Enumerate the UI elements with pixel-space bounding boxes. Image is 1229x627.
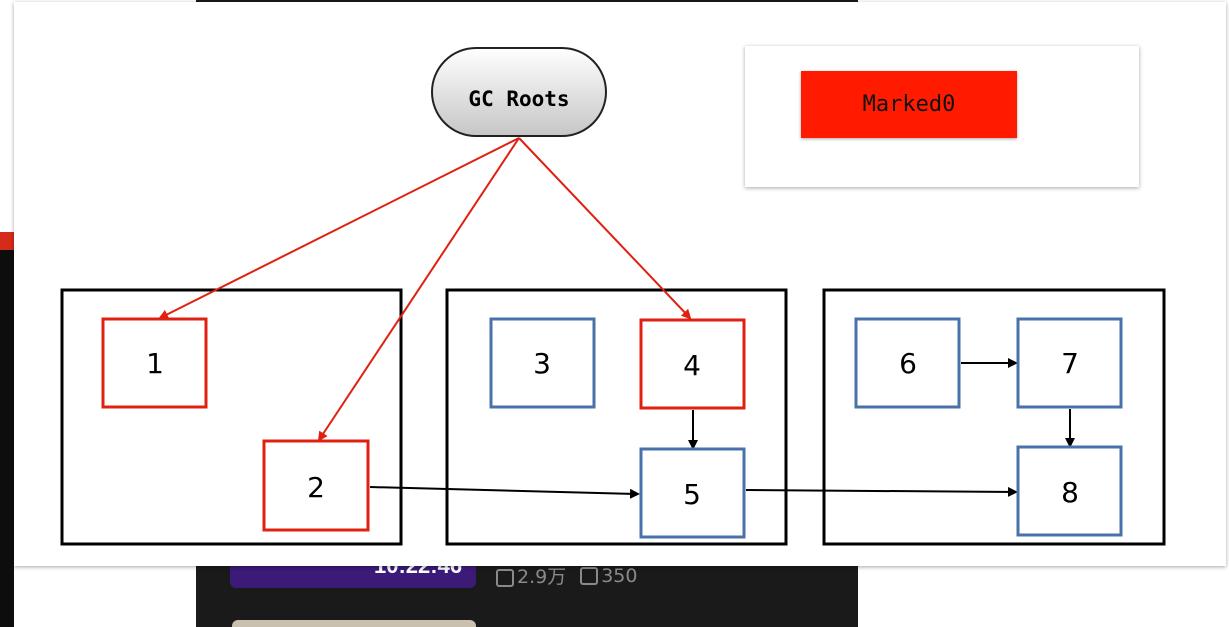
edge-roots-to-1 [158,137,520,319]
edge-roots-to-4 [518,137,692,320]
edge-2-to-5 [369,486,640,499]
node-4-label: 4 [683,349,701,382]
region-box-2 [445,288,788,546]
node-7-label: 7 [1061,347,1079,380]
legend-marked-label: Marked0 [862,92,956,117]
node-3 [489,317,596,409]
gc-roots-label: GC Roots [468,87,569,111]
play-count-icon [496,568,514,587]
comment-icon [580,567,599,585]
gc-diagram: GC Roots 1 2 3 4 5 6 7 8 [60,47,1166,546]
node-6 [854,317,961,409]
node-2 [262,439,370,532]
node-2-label: 2 [307,471,325,504]
comments-stat: 350 [580,565,637,587]
node-8 [1016,445,1123,537]
edge-5-to-8 [745,486,1018,497]
legend-box: Marked0 [745,46,1139,187]
legend-marked-swatch: Marked0 [801,71,1017,138]
video-meta: 2.9万 350 [496,562,637,589]
region-box-1 [60,288,403,546]
node-5 [639,447,746,539]
region-box-3 [822,288,1166,546]
background-left-panel [0,250,14,627]
views-stat: 2.9万 [496,562,566,589]
node-3-label: 3 [533,347,551,380]
node-7 [1016,317,1123,409]
node-1 [101,317,208,409]
node-5-label: 5 [683,478,701,511]
node-8-label: 8 [1061,476,1079,509]
views-count: 2.9万 [517,566,567,588]
node-6-label: 6 [899,347,917,380]
next-video-thumbnail[interactable] [232,620,476,627]
node-4 [639,318,746,410]
node-1-label: 1 [146,347,164,380]
edge-roots-to-2 [317,137,520,442]
comments-count: 350 [601,564,638,587]
gc-diagram-slide: GC Roots 1 2 3 4 5 6 7 8 Marked0 [14,2,1226,566]
gc-roots-node [431,47,607,137]
